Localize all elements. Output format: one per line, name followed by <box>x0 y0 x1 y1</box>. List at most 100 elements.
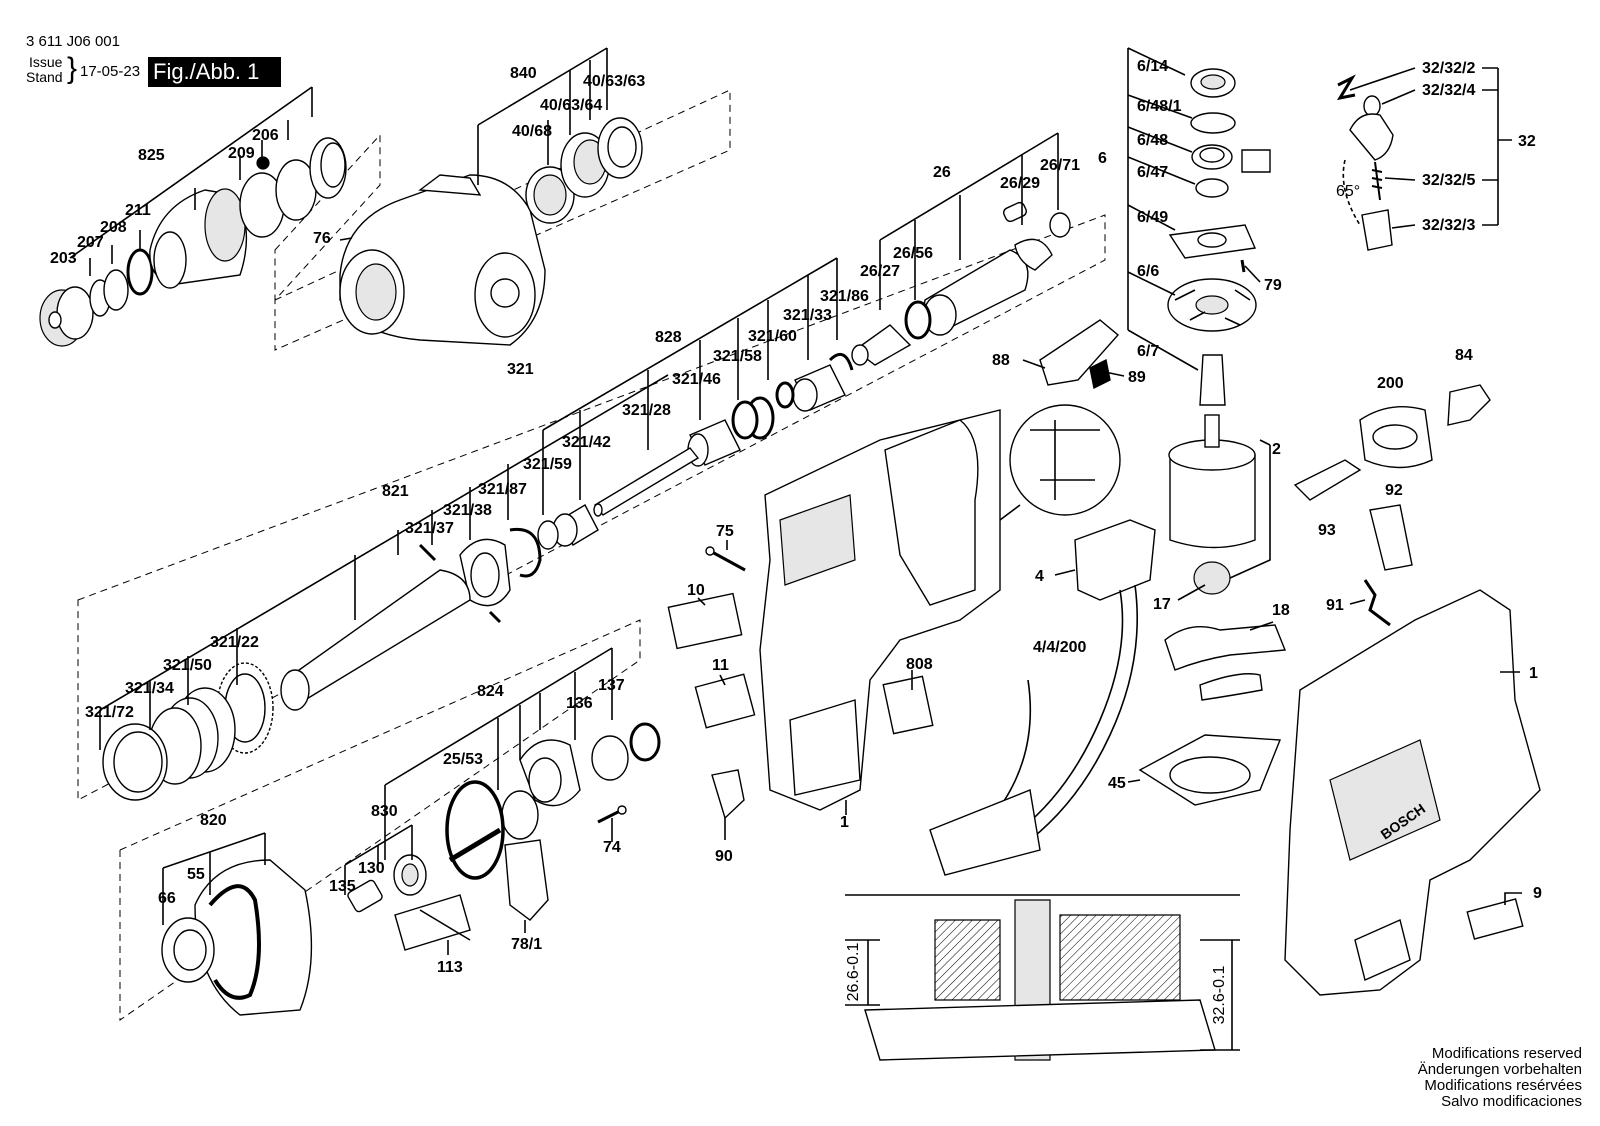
part-825-tool-holder <box>149 188 248 289</box>
assembly-boundary-820 <box>119 619 641 1021</box>
part-11-label <box>694 673 756 729</box>
label-136: 136 <box>566 695 593 712</box>
label-206: 206 <box>252 127 279 144</box>
label-9: 9 <box>1533 885 1542 902</box>
part-26-27-oring <box>904 300 932 340</box>
part-137-clip <box>629 722 661 762</box>
part-1-housing-half <box>759 409 1001 811</box>
modifications-notes: Modifications reserved Änderungen vorbeh… <box>1418 1046 1582 1110</box>
part-4-4-200-wiring <box>929 584 1139 876</box>
document-number: 3 611 J06 001 <box>26 33 120 50</box>
label-6: 6 <box>1098 150 1107 167</box>
note-line: Modifications resérvées <box>1424 1077 1582 1094</box>
label-65deg: 65° <box>1336 183 1360 200</box>
part-824-bevel-gear <box>501 739 581 840</box>
label-825: 825 <box>138 147 165 164</box>
part-26-29-pin <box>1003 201 1027 223</box>
label-55: 55 <box>187 866 205 883</box>
label-321-42: 321/42 <box>562 434 611 451</box>
figure-label: Fig./Abb. 1 <box>148 57 281 87</box>
part-321-37-pin <box>418 543 437 562</box>
label-79: 79 <box>1264 277 1282 294</box>
label-207: 207 <box>77 234 104 251</box>
part-321-38-gear <box>459 538 511 607</box>
part-conrod <box>1014 238 1053 271</box>
callout-lines <box>69 47 1522 955</box>
label-26-71: 26/71 <box>1040 157 1080 174</box>
label-4: 4 <box>1035 568 1044 585</box>
label-321-38: 321/38 <box>443 502 492 519</box>
label-76: 76 <box>313 230 331 247</box>
detail-callout <box>999 404 1121 521</box>
part-208-ring <box>103 269 129 311</box>
label-135: 135 <box>329 878 356 895</box>
part-1-housing-right: BOSCH <box>1284 589 1541 996</box>
label-1-center: 1 <box>840 814 849 831</box>
label-45: 45 <box>1108 775 1126 792</box>
label-32-32-4: 32/32/4 <box>1422 82 1475 99</box>
label-26: 26 <box>933 164 951 181</box>
label-2: 2 <box>1272 441 1281 458</box>
part-203-dust-cap <box>39 286 94 347</box>
label-824: 824 <box>477 683 504 700</box>
part-6-48-1-ring <box>1190 112 1236 134</box>
brace: } <box>67 52 78 85</box>
label-321-22: 321/22 <box>210 634 259 651</box>
part-6-47-ring <box>1195 178 1229 198</box>
label-321-46: 321/46 <box>672 371 721 388</box>
label-113: 113 <box>437 959 463 976</box>
part-88-clamp <box>1039 319 1120 386</box>
label-26-27: 26/27 <box>860 263 900 280</box>
label-321: 321 <box>507 361 534 378</box>
part-2-motor <box>1168 414 1256 595</box>
part-211-ring <box>126 248 154 296</box>
part-206-ball <box>256 156 270 170</box>
part-91-spring <box>1363 579 1391 627</box>
label-321-28: 321/28 <box>622 402 671 419</box>
label-821: 821 <box>382 483 409 500</box>
label-828: 828 <box>655 329 682 346</box>
part-32-32-2-spring <box>1336 74 1356 101</box>
part-26-71-ring <box>1049 212 1071 238</box>
label-321-50: 321/50 <box>163 657 212 674</box>
label-6-47: 6/47 <box>1137 164 1168 181</box>
dimension-26-6: 26.6-0.1 <box>845 943 862 1002</box>
label-92: 92 <box>1385 482 1403 499</box>
part-55-oring <box>208 884 261 1000</box>
part-45-baffle <box>1138 734 1282 806</box>
part-25-53-oring <box>445 780 505 880</box>
label-321-37: 321/37 <box>405 520 454 537</box>
label-840: 840 <box>510 65 537 82</box>
part-4-switch-module <box>1074 519 1156 601</box>
label-10: 10 <box>687 582 705 599</box>
label-208: 208 <box>100 219 127 236</box>
part-321-60-ring <box>775 381 795 409</box>
label-820: 820 <box>200 812 227 829</box>
part-321-86-striker <box>851 324 912 366</box>
stand-label: Stand <box>26 69 63 85</box>
part-79-screw <box>1240 259 1246 273</box>
part-321-59-ring <box>537 520 559 550</box>
label-6-48: 6/48 <box>1137 132 1168 149</box>
part-84-latch <box>1447 384 1491 426</box>
label-321-72: 321/72 <box>85 704 134 721</box>
issue-date: 17-05-23 <box>80 63 141 80</box>
label-78-1: 78/1 <box>511 936 542 953</box>
label-209: 209 <box>228 145 255 162</box>
label-90: 90 <box>715 848 733 865</box>
part-321-34-spring <box>148 687 236 785</box>
part-32-handle-head <box>1349 113 1394 161</box>
label-321-59: 321/59 <box>523 456 572 473</box>
part-90-switch <box>711 769 745 820</box>
assembly-boundary-825 <box>274 133 381 302</box>
label-40-63-63: 40/63/63 <box>583 73 645 90</box>
issue-label: Issue <box>29 54 63 70</box>
part-10-label <box>667 592 743 650</box>
part-321-42-bush <box>552 504 599 547</box>
label-321-33: 321/33 <box>783 307 832 324</box>
label-40-68: 40/68 <box>512 123 552 140</box>
label-88: 88 <box>992 352 1010 369</box>
part-321-72-ring <box>102 723 168 801</box>
assembly-boundary-821 <box>77 214 1106 801</box>
part-6-14-bearing <box>1190 68 1236 98</box>
